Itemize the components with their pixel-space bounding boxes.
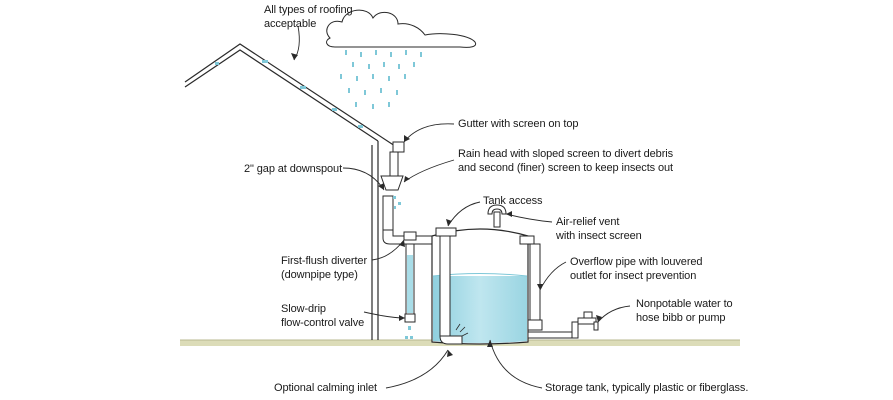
label-roofing-line1: All types of roofing (264, 4, 353, 16)
label-storage-tank-line1: Storage tank, typically plastic or fiber… (545, 382, 749, 394)
label-calming-inlet-line1: Optional calming inlet (274, 382, 377, 394)
label-air-relief: Air-relief vent with insect screen (556, 215, 642, 243)
label-air-relief-line2: with insect screen (556, 230, 642, 242)
label-nonpotable: Nonpotable water to hose bibb or pump (636, 297, 733, 325)
air-relief-vent (487, 204, 507, 228)
label-roofing: All types of roofing acceptable (264, 3, 353, 31)
label-roofing-line2: acceptable (264, 18, 317, 30)
tank-inlet-pipe (435, 227, 463, 345)
calming-inlet-splash (455, 323, 469, 337)
label-overflow: Overflow pipe with louvered outlet for i… (570, 255, 703, 283)
label-nonpotable-line2: hose bibb or pump (636, 312, 726, 324)
label-tank-access: Tank access (483, 194, 543, 208)
label-storage-tank: Storage tank, typically plastic or fiber… (545, 381, 748, 395)
label-nonpotable-line1: Nonpotable water to (636, 298, 733, 310)
arrow-heads (291, 53, 602, 357)
overflow-pipe (519, 235, 543, 331)
rain-drops (340, 50, 422, 109)
label-first-flush-line2: (downpipe type) (281, 269, 358, 281)
downspout (380, 151, 445, 245)
label-slow-drip-line2: flow-control valve (281, 317, 365, 329)
drip-drops (405, 326, 413, 339)
label-rain-head: Rain head with sloped screen to divert d… (458, 147, 673, 175)
label-rain-head-line1: Rain head with sloped screen to divert d… (458, 148, 674, 160)
label-gutter-line1: Gutter with screen on top (458, 118, 579, 130)
label-slow-drip-line1: Slow-drip (281, 303, 326, 315)
label-tank-access-line1: Tank access (483, 195, 543, 207)
cloud-icon (326, 9, 477, 48)
label-calming-inlet: Optional calming inlet (274, 381, 377, 395)
label-first-flush-line1: First-flush diverter (281, 255, 368, 267)
label-air-relief-line1: Air-relief vent (556, 216, 620, 228)
label-gap-line1: 2" gap at downspout (244, 163, 343, 175)
house-roof (184, 43, 396, 340)
first-flush-water (407, 255, 413, 313)
label-rain-head-line2: and second (finer) screen to keep insect… (458, 162, 674, 174)
label-gutter: Gutter with screen on top (458, 117, 579, 131)
label-overflow-line1: Overflow pipe with louvered (570, 256, 703, 268)
label-overflow-line2: outlet for insect prevention (570, 270, 697, 282)
label-gap: 2" gap at downspout (244, 162, 342, 176)
label-first-flush: First-flush diverter (downpipe type) (281, 254, 367, 282)
gap-water-drops (393, 196, 401, 209)
roof-water-accents (215, 60, 363, 128)
label-slow-drip: Slow-drip flow-control valve (281, 302, 364, 330)
gutter (392, 141, 405, 153)
hose-bibb (527, 311, 599, 339)
